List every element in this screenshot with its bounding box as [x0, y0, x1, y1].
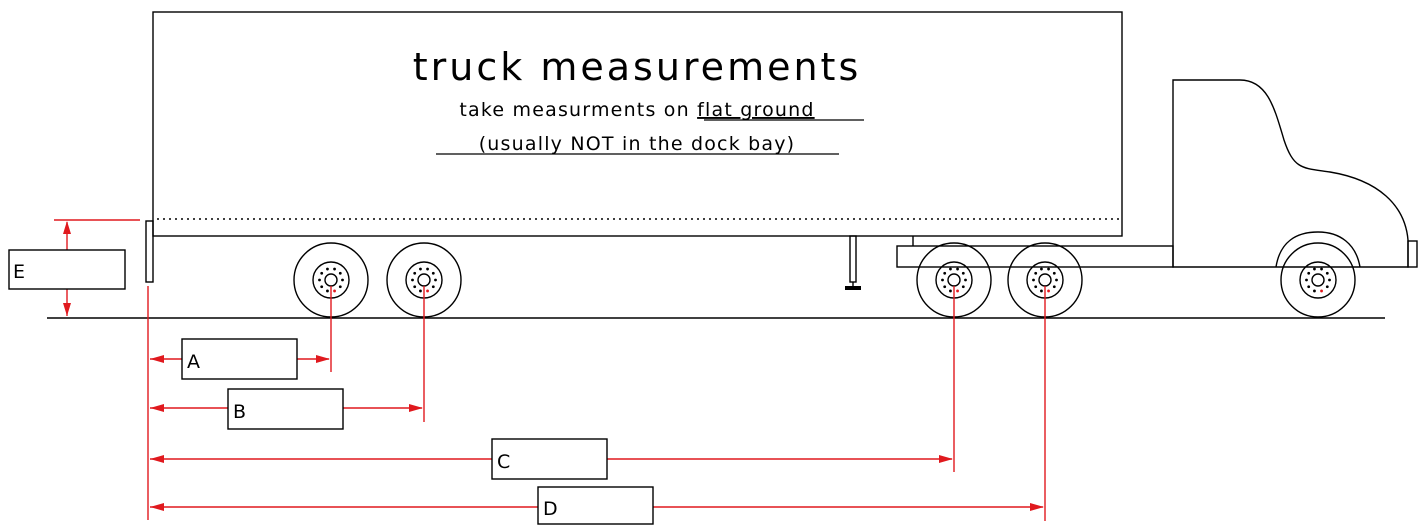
field-label-a: A	[187, 351, 200, 373]
lug-nut	[943, 285, 947, 289]
lug-nut	[326, 267, 329, 271]
tractor-cab	[1172, 79, 1409, 268]
lug-nut	[431, 285, 435, 289]
lug-nut	[1325, 285, 1329, 289]
lug-nut	[426, 289, 429, 293]
lug-nut	[1328, 278, 1331, 282]
lug-nut	[1052, 271, 1056, 275]
field-label-d: D	[543, 498, 558, 520]
front-wheel-arch	[1275, 231, 1361, 268]
diagram-title: truck measurements	[413, 45, 862, 89]
field-label-e: E	[13, 261, 25, 283]
lug-nut	[1034, 285, 1038, 289]
tractor-frame	[896, 245, 1174, 268]
lug-nut	[1320, 267, 1323, 271]
lug-nut	[941, 278, 944, 282]
field-box-c[interactable]: C	[491, 438, 608, 480]
lug-nut	[964, 278, 967, 282]
lug-nut	[1313, 289, 1316, 293]
lug-nut	[338, 271, 342, 275]
lug-nut	[419, 267, 422, 271]
lug-nut	[318, 278, 321, 282]
field-label-c: C	[497, 451, 510, 473]
field-box-d[interactable]: D	[537, 486, 654, 525]
steer-wheel	[1280, 242, 1356, 318]
lug-nut	[1047, 289, 1050, 293]
lug-nut	[333, 289, 336, 293]
instruction-prefix: take measurments on	[459, 99, 697, 121]
field-box-e[interactable]: E	[8, 249, 126, 290]
lug-nut	[419, 289, 422, 293]
lug-nut	[431, 271, 435, 275]
lug-nut	[1307, 271, 1311, 275]
lug-nut	[1052, 285, 1056, 289]
lug-nut	[341, 278, 344, 282]
lug-nut	[943, 271, 947, 275]
lug-nut	[1040, 289, 1043, 293]
lug-nut	[1313, 267, 1316, 271]
lug-nut	[413, 271, 417, 275]
rear-bumper	[145, 220, 154, 283]
lug-nut	[326, 289, 329, 293]
lug-nut	[333, 267, 336, 271]
lug-nut	[1325, 271, 1329, 275]
lug-nut	[413, 285, 417, 289]
instruction-line-2: (usually NOT in the dock bay)	[479, 133, 796, 155]
lug-nut	[338, 285, 342, 289]
lug-nut	[961, 285, 965, 289]
lug-nut	[949, 267, 952, 271]
lug-nut	[1034, 271, 1038, 275]
lug-nut	[1040, 267, 1043, 271]
landing-gear	[845, 235, 861, 290]
lug-nut	[956, 267, 959, 271]
lug-nut	[434, 278, 437, 282]
lug-nut	[961, 271, 965, 275]
lug-nut	[320, 285, 324, 289]
lug-nut	[1032, 278, 1035, 282]
lug-nut	[426, 267, 429, 271]
trailer-body	[152, 11, 1123, 237]
lug-nut	[1305, 278, 1308, 282]
front-bumper	[1407, 240, 1418, 268]
field-label-b: B	[233, 401, 246, 423]
lug-nut	[956, 289, 959, 293]
lug-nut	[1055, 278, 1058, 282]
instruction-line-1: take measurments on flat ground	[459, 99, 814, 121]
lug-nut	[949, 289, 952, 293]
field-box-b[interactable]: B	[227, 388, 344, 430]
lug-nut	[1047, 267, 1050, 271]
lug-nuts	[318, 267, 1331, 293]
lug-nut	[320, 271, 324, 275]
lug-nut	[1307, 285, 1311, 289]
lug-nut	[411, 278, 414, 282]
field-box-a[interactable]: A	[181, 338, 298, 380]
instruction-emphasis: flat ground	[697, 99, 815, 121]
lug-nut	[1320, 289, 1323, 293]
